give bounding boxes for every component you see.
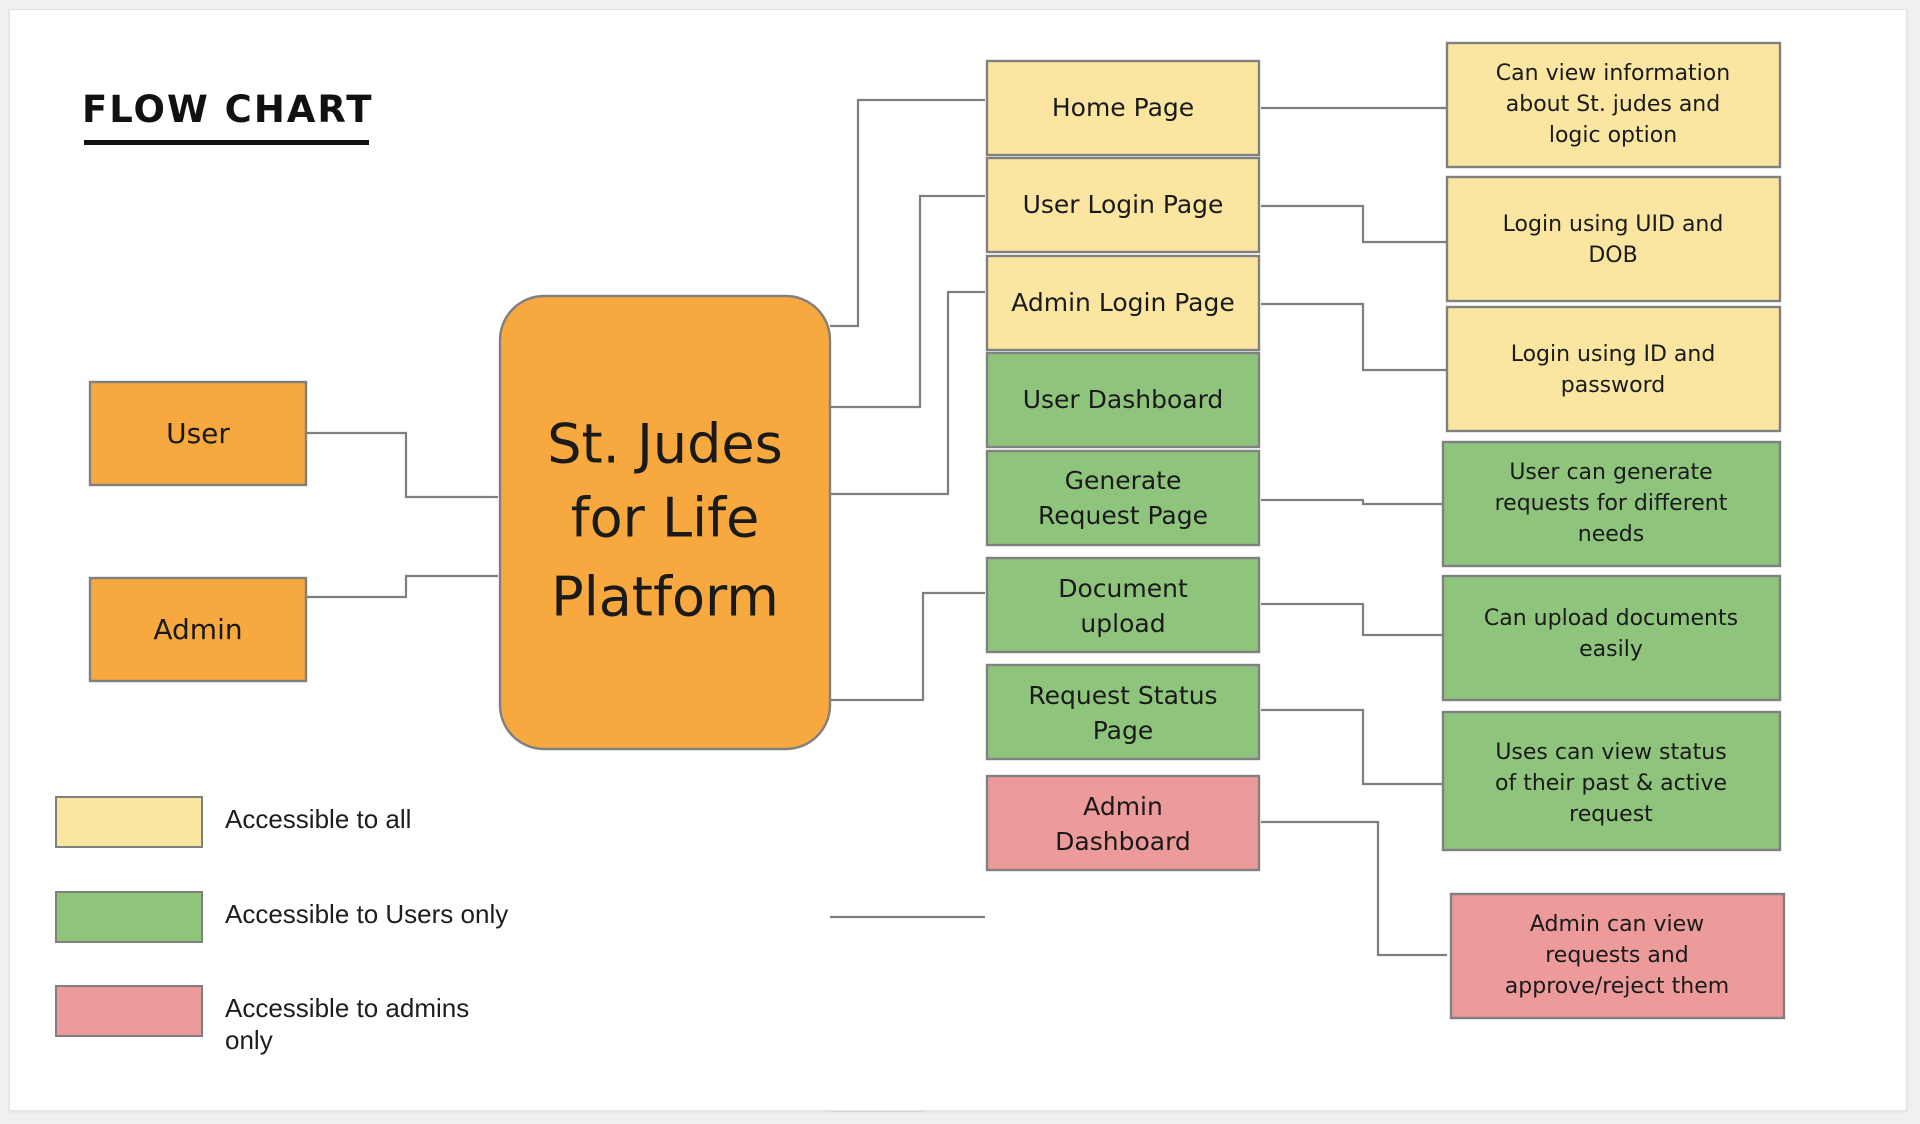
node-home-page[interactable]: Home Page xyxy=(985,59,1261,157)
legend-label-line1: Accessible to Users only xyxy=(225,899,509,929)
legend-swatch-pink xyxy=(55,985,203,1037)
connector-admin-dashboard-to-desc xyxy=(1261,820,1447,957)
node-admin-login-page[interactable]: Admin Login Page xyxy=(985,254,1261,352)
page-title: FLOW CHART xyxy=(82,88,374,131)
legend-label-line1: Accessible to all xyxy=(225,804,412,834)
desc-admin-dashboard-line3: approve/reject them xyxy=(1505,974,1729,999)
desc-user-login-page[interactable]: Login using UID and DOB xyxy=(1445,175,1782,303)
connector-hub-to-generate-request-page xyxy=(830,591,985,702)
node-admin-dashboard-label-line2: Dashboard xyxy=(1055,827,1191,856)
connector-admin-to-hub xyxy=(306,574,498,599)
node-document-upload[interactable]: Document upload xyxy=(985,556,1261,654)
legend-item-accessible-to-users-only: Accessible to Users only xyxy=(55,891,508,943)
connector-group-pages-descriptions xyxy=(1261,106,1447,957)
legend-label-line1: Accessible to admins xyxy=(225,993,470,1023)
node-admin-label: Admin xyxy=(153,613,242,646)
desc-home-page-line2: about St. judes and xyxy=(1506,92,1720,117)
node-document-upload-label-line2: upload xyxy=(1080,609,1165,638)
node-generate-request-page-label-line1: Generate xyxy=(1065,466,1182,495)
legend-label-line2: only xyxy=(225,1024,273,1055)
node-user[interactable]: User xyxy=(88,380,308,487)
desc-document-upload-line2: easily xyxy=(1579,637,1643,662)
legend-label-accessible-to-admins-only: Accessible to admins only xyxy=(225,985,469,1056)
connector-generate-request-page-to-desc xyxy=(1261,498,1447,506)
desc-home-page-line3: logic option xyxy=(1549,123,1677,148)
node-generate-request-page-label-line2: Request Page xyxy=(1038,501,1208,530)
desc-request-status-page-line2: of their past & active xyxy=(1495,771,1727,796)
node-admin-dashboard[interactable]: Admin Dashboard xyxy=(985,774,1261,872)
page-title-underline xyxy=(84,140,369,145)
diagram-canvas: FLOW CHART xyxy=(9,9,1907,1112)
connector-hub-to-admin-login-page xyxy=(830,290,985,496)
desc-admin-dashboard[interactable]: Admin can view requests and approve/reje… xyxy=(1449,892,1786,1020)
node-user-dashboard[interactable]: User Dashboard xyxy=(985,351,1261,449)
node-hub-platform[interactable]: St. Judes for Life Platform xyxy=(498,294,832,751)
desc-user-login-page-line1: Login using UID and xyxy=(1503,212,1724,237)
node-user-dashboard-label: User Dashboard xyxy=(1023,385,1224,414)
legend-item-accessible-to-all: Accessible to all xyxy=(55,796,411,848)
connector-user-to-hub xyxy=(306,431,498,499)
connector-document-upload-to-desc xyxy=(1261,602,1447,637)
node-generate-request-page[interactable]: Generate Request Page xyxy=(985,449,1261,547)
desc-request-status-page-line1: Uses can view status xyxy=(1495,740,1726,765)
desc-request-status-page[interactable]: Uses can view status of their past & act… xyxy=(1441,710,1782,852)
connector-hub-to-user-login-page xyxy=(830,194,985,409)
desc-request-status-page-line3: request xyxy=(1569,802,1653,827)
desc-admin-login-page-line1: Login using ID and xyxy=(1511,342,1716,367)
desc-home-page[interactable]: Can view information about St. judes and… xyxy=(1445,41,1782,169)
desc-admin-login-page[interactable]: Login using ID and password xyxy=(1445,305,1782,433)
desc-admin-dashboard-line2: requests and xyxy=(1545,943,1688,968)
desc-admin-dashboard-line1: Admin can view xyxy=(1530,912,1704,937)
node-user-label: User xyxy=(166,417,230,450)
connector-request-status-page-to-desc xyxy=(1261,708,1447,786)
connector-group-hub-pages xyxy=(830,98,985,1112)
node-request-status-page-label-line1: Request Status xyxy=(1028,681,1217,710)
legend-swatch-green xyxy=(55,891,203,943)
legend-label-accessible-to-all: Accessible to all xyxy=(225,796,411,836)
node-hub-label-line1: St. Judes xyxy=(547,413,783,476)
node-document-upload-label-line1: Document xyxy=(1058,574,1188,603)
desc-document-upload[interactable]: Can upload documents easily xyxy=(1441,574,1782,702)
node-admin-dashboard-label-line1: Admin xyxy=(1083,792,1163,821)
desc-admin-login-page-line2: password xyxy=(1561,373,1665,398)
desc-generate-request-page-line1: User can generate xyxy=(1509,460,1712,485)
node-home-page-label: Home Page xyxy=(1052,93,1194,122)
desc-generate-request-page-line2: requests for different xyxy=(1495,491,1728,516)
legend-item-accessible-to-admins-only: Accessible to admins only xyxy=(55,985,469,1056)
connector-group-actors xyxy=(306,431,498,599)
desc-document-upload-line1: Can upload documents xyxy=(1484,606,1738,631)
node-hub-label-line3: Platform xyxy=(551,566,779,629)
flowchart-svg: User Admin St. Judes for Life Platform H… xyxy=(88,41,1786,1112)
node-request-status-page-label-line2: Page xyxy=(1093,716,1154,745)
node-hub-label-line2: for Life xyxy=(571,487,760,550)
desc-user-login-page-line2: DOB xyxy=(1588,243,1637,268)
desc-home-page-line1: Can view information xyxy=(1496,61,1730,86)
node-admin-login-page-label: Admin Login Page xyxy=(1011,288,1235,317)
node-admin[interactable]: Admin xyxy=(88,576,308,683)
node-user-login-page[interactable]: User Login Page xyxy=(985,156,1261,254)
legend-swatch-yellow xyxy=(55,796,203,848)
connector-user-login-page-to-desc xyxy=(1261,204,1447,244)
node-request-status-page[interactable]: Request Status Page xyxy=(985,663,1261,761)
connector-hub-to-home-page xyxy=(830,98,985,328)
connector-admin-login-page-to-desc xyxy=(1261,302,1447,372)
desc-generate-request-page-line3: needs xyxy=(1578,522,1644,547)
desc-generate-request-page[interactable]: User can generate requests for different… xyxy=(1441,440,1782,568)
node-user-login-page-label: User Login Page xyxy=(1023,190,1224,219)
legend-label-accessible-to-users-only: Accessible to Users only xyxy=(225,891,508,931)
